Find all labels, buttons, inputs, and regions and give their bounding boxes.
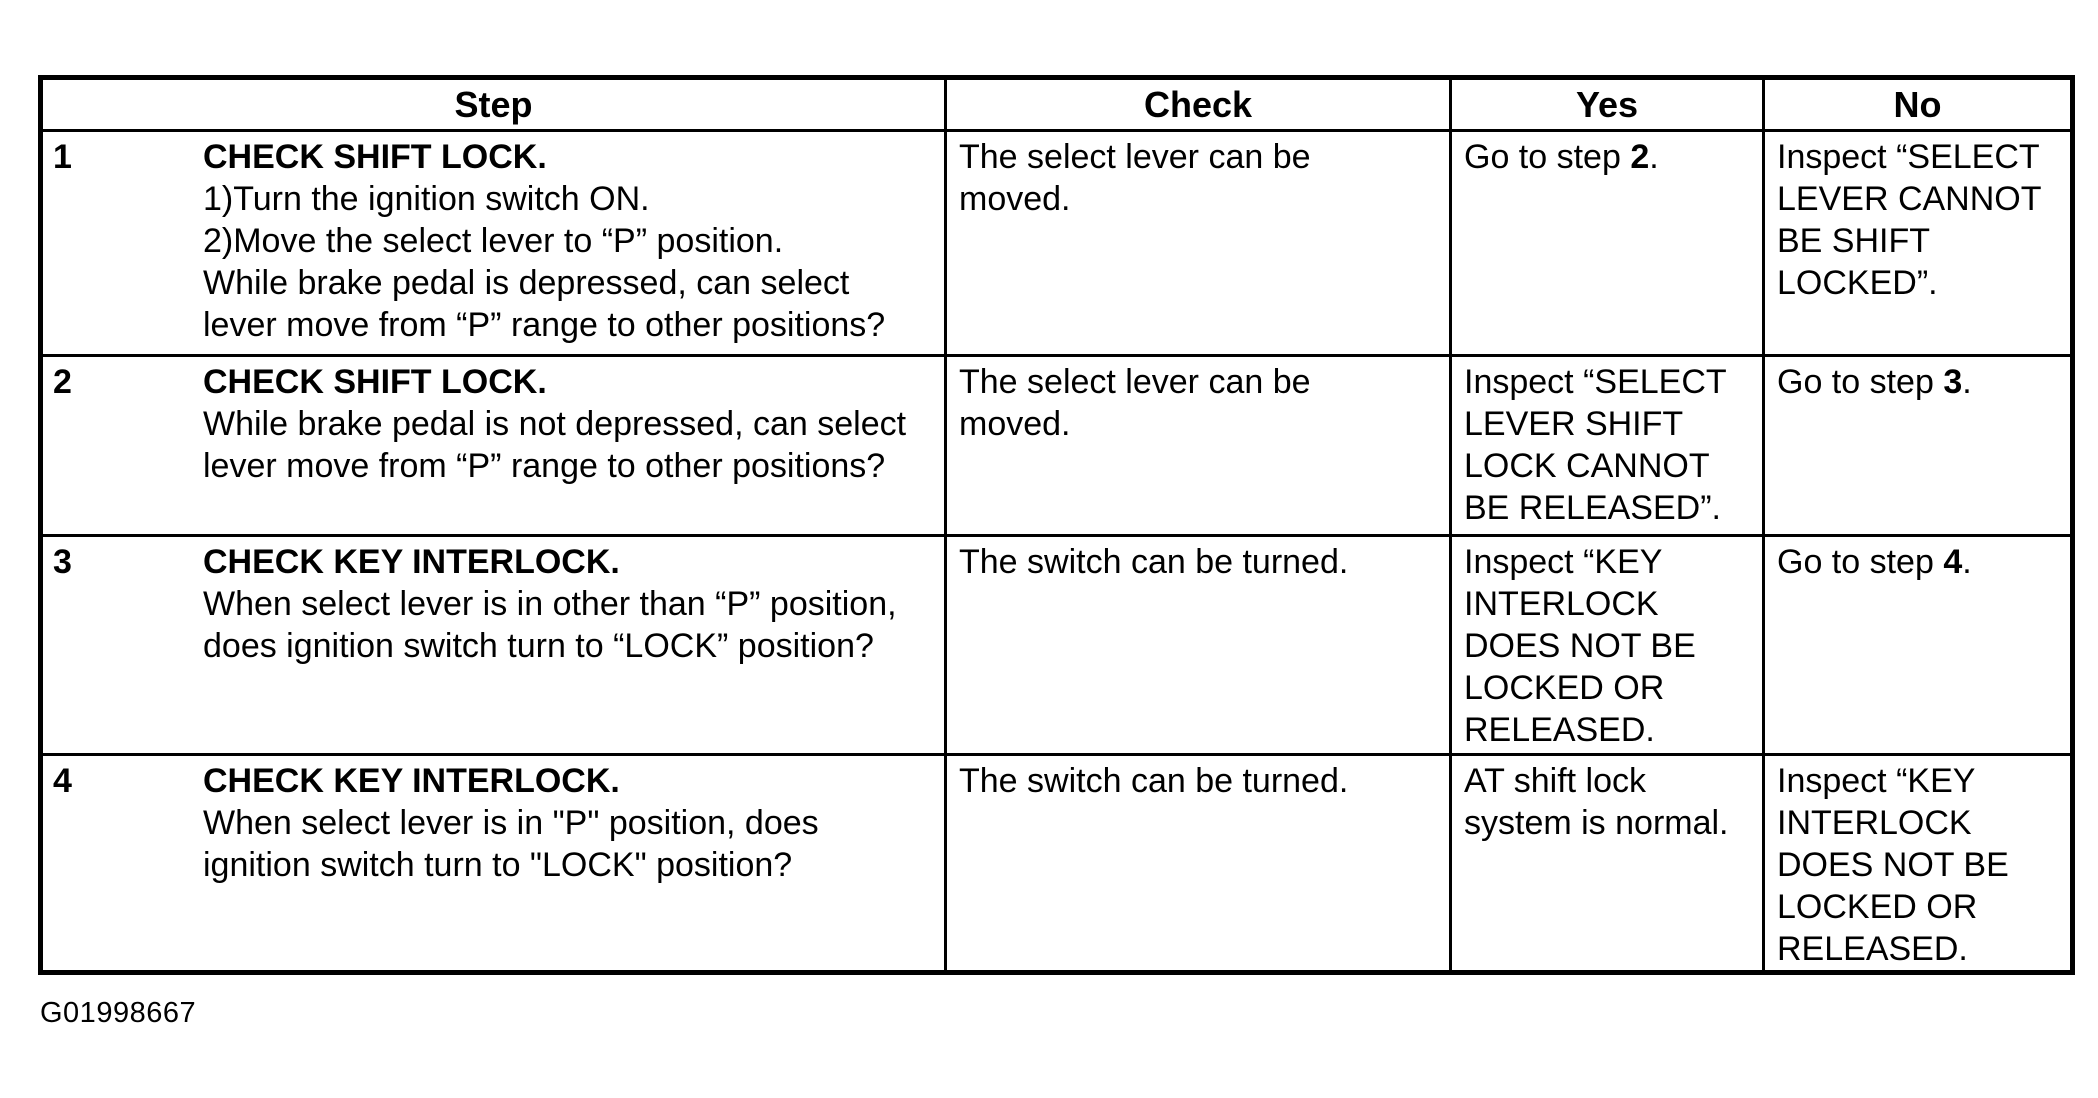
check-cell: The switch can be turned.: [944, 753, 1452, 974]
check-cell: The switch can be turned.: [944, 534, 1452, 756]
step-cell: 3 CHECK KEY INTERLOCK.When select lever i…: [39, 534, 947, 756]
yes-cell: AT shift lock system is normal.: [1449, 753, 1765, 974]
step-number: 1: [53, 138, 72, 176]
check-cell: The select lever can be moved.: [944, 354, 1452, 537]
step-description: CHECK KEY INTERLOCK.When select lever is…: [203, 762, 819, 884]
yes-cell: Inspect “KEY INTERLOCK DOES NOT BE LOCKE…: [1449, 534, 1765, 756]
step-description: CHECK SHIFT LOCK.While brake pedal is no…: [203, 363, 907, 485]
step-description: CHECK KEY INTERLOCK.When select lever is…: [203, 543, 897, 665]
column-header-no: No: [1762, 76, 2074, 132]
no-cell: Inspect “KEY INTERLOCK DOES NOT BE LOCKE…: [1762, 753, 2074, 974]
column-header-yes: Yes: [1449, 76, 1765, 132]
step-description: CHECK SHIFT LOCK.1)Turn the ignition swi…: [203, 138, 886, 344]
column-header-check: Check: [944, 76, 1452, 132]
table-row: 4 CHECK KEY INTERLOCK.When select lever i…: [39, 753, 2074, 974]
table-row: 3 CHECK KEY INTERLOCK.When select lever i…: [39, 534, 2074, 756]
step-cell: 4 CHECK KEY INTERLOCK.When select lever i…: [39, 753, 947, 974]
yes-cell: Inspect “SELECT LEVER SHIFT LOCK CANNOT …: [1449, 354, 1765, 537]
table-row: 2 CHECK SHIFT LOCK.While brake pedal is n…: [39, 354, 2074, 537]
table-row: 1 CHECK SHIFT LOCK.1)Turn the ignition sw…: [39, 129, 2074, 357]
no-cell: Go to step 3.: [1762, 354, 2074, 537]
header-row: Step Check Yes No: [39, 76, 2074, 132]
yes-cell: Go to step 2.: [1449, 129, 1765, 357]
step-cell: 1 CHECK SHIFT LOCK.1)Turn the ignition sw…: [39, 129, 947, 357]
diagnostic-table: Step Check Yes No 1 CHECK SHIFT LOCK.1)Tu…: [38, 75, 2075, 975]
step-cell: 2 CHECK SHIFT LOCK.While brake pedal is n…: [39, 354, 947, 537]
step-number: 3: [53, 543, 72, 581]
step-number: 4: [53, 762, 72, 800]
check-cell: The select lever can be moved.: [944, 129, 1452, 357]
no-cell: Inspect “SELECT LEVER CANNOT BE SHIFT LO…: [1762, 129, 2074, 357]
column-header-step: Step: [39, 76, 947, 132]
no-cell: Go to step 4.: [1762, 534, 2074, 756]
step-number: 2: [53, 363, 72, 401]
figure-id: G01998667: [40, 997, 197, 1029]
